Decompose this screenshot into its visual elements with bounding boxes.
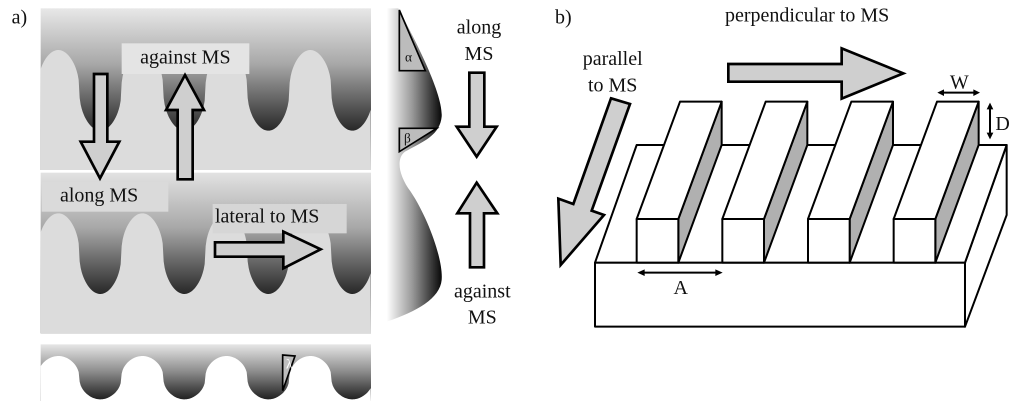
surface-bottom-strip	[40, 344, 371, 402]
depth-dimension: D	[986, 102, 1010, 140]
arrow-down-along-icon	[78, 72, 122, 182]
against-label-line2: MS	[468, 306, 497, 328]
profile-cross-section: α β	[386, 8, 442, 322]
wave-middle	[40, 213, 371, 334]
perpendicular-label: perpendicular to MS	[725, 5, 889, 27]
width-label: W	[950, 71, 969, 93]
lambda-angle-marker	[281, 354, 297, 391]
label-box	[121, 43, 250, 74]
arrow-down-profile-icon	[454, 71, 500, 160]
spacing-label: A	[673, 277, 688, 299]
along-ms-label: along MS	[60, 185, 138, 207]
arrow-parallel-icon	[556, 96, 632, 269]
fin-front-face	[806, 217, 851, 264]
arrow-up-against-icon	[163, 72, 207, 181]
wave-bottom	[40, 355, 371, 402]
panel-b: b) perpendicular to MS parallel to MS W …	[555, 5, 1010, 328]
fin-front-face	[721, 217, 765, 264]
panel-b-label: b)	[555, 6, 572, 28]
lateral-ms-label: lateral to MS	[215, 206, 319, 228]
grooved-block	[593, 100, 1008, 328]
arrow-perpendicular-icon	[726, 46, 907, 101]
arrow-right-lateral-icon	[213, 229, 324, 271]
along-label-line1: along	[457, 16, 501, 38]
label-box	[41, 181, 169, 212]
parallel-label-line1: parallel	[583, 48, 643, 70]
alpha-angle-marker	[398, 9, 427, 72]
width-dimension: W	[937, 71, 980, 96]
along-label-line2: MS	[465, 43, 494, 65]
lambda-label: λ	[286, 356, 293, 371]
alpha-label: α	[405, 50, 412, 65]
arrow-up-profile-icon	[454, 180, 500, 269]
beta-label: β	[404, 131, 411, 146]
panel-a: a) against MS along MS lateral to MS λ α	[12, 6, 511, 402]
label-box	[212, 203, 347, 234]
depth-label: D	[995, 113, 1009, 135]
fin-front-face	[892, 217, 937, 264]
fin-front-face	[635, 217, 680, 264]
spacing-dimension: A	[637, 269, 723, 299]
against-ms-label: against MS	[140, 46, 231, 68]
parallel-label-line2: to MS	[588, 75, 637, 97]
against-label-line1: against	[454, 281, 511, 303]
panel-a-label: a)	[12, 6, 28, 28]
beta-angle-marker	[398, 127, 440, 154]
wave-top	[40, 49, 371, 170]
